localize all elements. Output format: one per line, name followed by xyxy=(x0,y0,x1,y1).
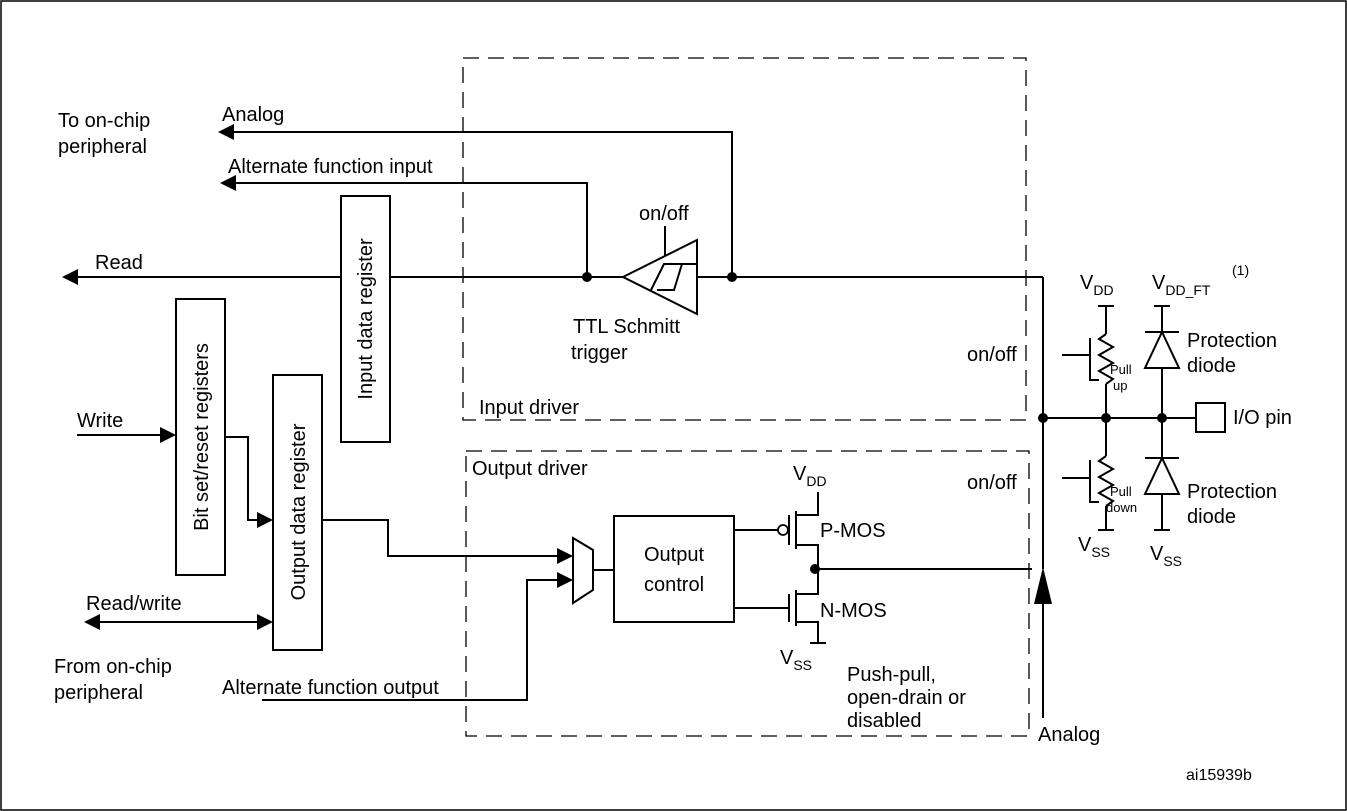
diode-top-symbol xyxy=(1143,329,1181,369)
output-data-register-label: Output data register xyxy=(288,423,310,600)
alt-func-input-label: Alternate function input xyxy=(228,156,433,178)
alt-func-input-arrow xyxy=(220,175,236,191)
alt-func-output-arrow xyxy=(557,572,573,588)
pulldown-switch-2 xyxy=(1089,460,1099,503)
alt-func-output-label: Alternate function output xyxy=(222,677,439,699)
output-control-block xyxy=(613,515,735,623)
pullup-label: Pull xyxy=(1110,362,1132,377)
pulldown-resistor xyxy=(1096,455,1116,507)
diode-bottom-symbol xyxy=(1143,455,1181,495)
input-driver-label: Input driver xyxy=(479,397,579,419)
io-pin xyxy=(1195,402,1226,433)
analog-input-arrow xyxy=(218,124,234,140)
ttl-schmitt-label: TTL Schmitt xyxy=(573,316,680,338)
push-pull-label-2: open-drain or xyxy=(847,687,966,709)
write-label: Write xyxy=(77,410,123,432)
read-label: Read xyxy=(95,252,143,274)
protection-diode-bottom-label-2: diode xyxy=(1187,506,1236,528)
write-arrow xyxy=(160,427,176,443)
odr-to-mux-line xyxy=(322,519,559,557)
pullup-resistor xyxy=(1096,333,1116,385)
output-control-label: Output xyxy=(644,544,704,566)
output-data-register xyxy=(272,374,323,651)
alt-func-input-line xyxy=(234,182,588,277)
read-write-label: Read/write xyxy=(86,593,182,615)
nmos-source xyxy=(796,621,819,643)
hysteresis-icon xyxy=(657,263,696,291)
figure-id: ai15939b xyxy=(1186,767,1252,784)
bit-set-reset-label: Bit set/reset registers xyxy=(191,343,213,531)
read-junction-dot xyxy=(582,272,592,282)
analog-input-line xyxy=(232,131,733,277)
nmos-drain xyxy=(796,569,819,595)
input-data-register-label: Input data register xyxy=(355,238,377,400)
push-pull-label: Push-pull, xyxy=(847,664,936,686)
read-write-arrow-left xyxy=(84,614,100,630)
pmos-source xyxy=(796,544,819,569)
vdd-ft-footnote: (1) xyxy=(1232,262,1249,278)
vdd-ft-label: VDD_FT xyxy=(1152,272,1211,298)
read-arrow xyxy=(62,269,78,285)
bsr-to-odr-arrow xyxy=(257,512,273,528)
protection-diode-bottom-label: Protection xyxy=(1187,481,1277,503)
pulldown-label-2: down xyxy=(1106,500,1137,515)
hysteresis-icon-2 xyxy=(650,263,684,291)
pmos-gate-bubble xyxy=(777,524,789,536)
protection-diode-top-label-2: diode xyxy=(1187,355,1236,377)
analog-tap-dot xyxy=(727,272,737,282)
pullup-switch-2 xyxy=(1089,338,1099,381)
schmitt-onoff-label: on/off xyxy=(639,203,689,225)
to-onchip-label: To on-chip xyxy=(58,110,150,132)
analog-output-arrow xyxy=(1034,567,1052,604)
io-pin-label: I/O pin xyxy=(1233,407,1292,429)
input-data-register xyxy=(340,195,391,443)
nmos-label: N-MOS xyxy=(820,600,887,622)
read-write-arrow-right xyxy=(257,614,273,630)
output-multiplexer xyxy=(572,536,594,605)
output-control-label-2: control xyxy=(644,574,704,596)
vss-pull-label: VSS xyxy=(1078,534,1110,560)
pmos-drain-source xyxy=(796,492,819,516)
protection-diode-top-label: Protection xyxy=(1187,330,1277,352)
alt-func-output-line xyxy=(262,579,559,701)
push-pull-label-3: disabled xyxy=(847,710,922,732)
pullup-onoff-label: on/off xyxy=(967,344,1017,366)
ttl-schmitt-label-2: trigger xyxy=(571,342,628,364)
pullup-label-2: up xyxy=(1113,378,1127,393)
output-driver-label: Output driver xyxy=(472,458,588,480)
analog-output-label: Analog xyxy=(1038,724,1100,746)
from-onchip-label: From on-chip xyxy=(54,656,172,678)
from-onchip-label-2: peripheral xyxy=(54,682,143,704)
vss-main-label: VSS xyxy=(780,647,812,673)
schmitt-trigger-symbol xyxy=(620,238,698,316)
output-driver-region xyxy=(465,450,1030,737)
pulldown-onoff-label: on/off xyxy=(967,472,1017,494)
vdd-main-label: VDD xyxy=(793,463,827,489)
vdd-pull-label: VDD xyxy=(1080,272,1114,298)
bsr-to-odr-line xyxy=(225,436,259,521)
input-driver-region xyxy=(462,57,1027,421)
analog-input-label: Analog xyxy=(222,104,284,126)
pmos-label: P-MOS xyxy=(820,520,886,542)
to-onchip-label-2: peripheral xyxy=(58,136,147,158)
vss-diode-label: VSS xyxy=(1150,543,1182,569)
pulldown-label: Pull xyxy=(1110,484,1132,499)
odr-to-mux-arrow xyxy=(557,548,573,564)
